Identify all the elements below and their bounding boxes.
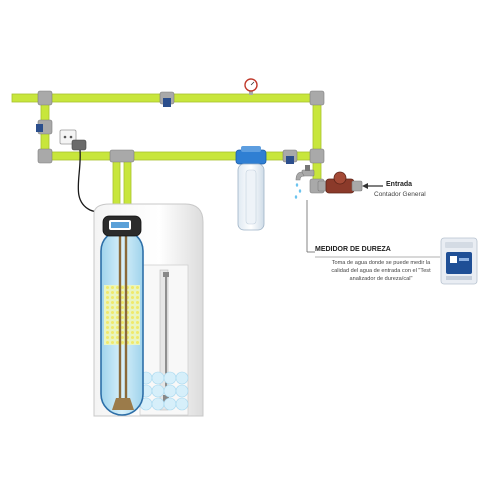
- ball-valve-icon: [159, 91, 175, 107]
- water-drops: [294, 183, 302, 199]
- resin-bed: [104, 285, 140, 345]
- pressure-gauge-icon: [244, 78, 258, 95]
- pipe-network: [11, 93, 350, 213]
- faucet-icon: [294, 165, 315, 199]
- inlet-arrow-icon: [362, 183, 383, 189]
- callout-leader-line: [306, 200, 440, 258]
- hardness-test-kit: [440, 237, 478, 285]
- hardness-meter-description: Toma de agua donde se puede medir la cal…: [331, 260, 431, 282]
- ball-valve-icon: [36, 119, 53, 135]
- pipe-middle-main: [40, 151, 322, 161]
- inlet-label-title: Entrada: [386, 181, 413, 188]
- control-valve-head: [102, 215, 142, 237]
- water-softener-tank: [93, 203, 204, 417]
- hardness-meter-title: MEDIDOR DE DUREZA: [315, 246, 391, 253]
- ball-valve-icon: [282, 149, 298, 164]
- sediment-filter-housing: [235, 146, 267, 231]
- inlet-label-subtitle: Contador General: [374, 191, 426, 198]
- salt-pellets: [139, 371, 189, 411]
- power-outlet-icon: [59, 129, 87, 151]
- water-meter-icon: [317, 171, 363, 194]
